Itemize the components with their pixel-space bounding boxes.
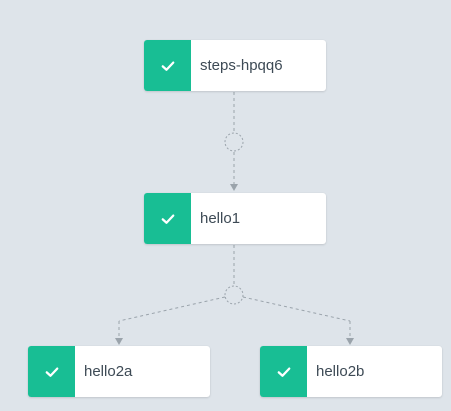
edge-junction-2: [224, 285, 244, 305]
node-label: hello2a: [84, 363, 133, 380]
edge-junction-to-hello2a: [115, 296, 226, 345]
node-status-succeeded: [144, 193, 191, 244]
workflow-node-steps[interactable]: steps-hpqq6: [144, 40, 326, 91]
edge-steps-to-hello1: [224, 92, 244, 191]
node-status-succeeded: [260, 346, 307, 397]
check-icon: [45, 367, 58, 377]
check-icon: [277, 367, 290, 377]
edge-hello1-to-junction: [224, 245, 244, 305]
node-label: hello2b: [316, 363, 365, 380]
edge-junction-1: [224, 132, 244, 152]
node-label: hello1: [200, 210, 241, 227]
node-status-succeeded: [28, 346, 75, 397]
node-label: steps-hpqq6: [200, 57, 283, 74]
edge-junction-to-hello2b: [242, 296, 354, 345]
arrowhead-icon: [230, 184, 238, 191]
check-icon: [161, 214, 174, 224]
arrowhead-icon: [115, 338, 123, 345]
workflow-node-hello2a[interactable]: hello2a: [28, 346, 210, 397]
arrowhead-icon: [346, 338, 354, 345]
workflow-node-hello1[interactable]: hello1: [144, 193, 326, 244]
node-status-succeeded: [144, 40, 191, 91]
workflow-node-hello2b[interactable]: hello2b: [260, 346, 442, 397]
check-icon: [161, 61, 174, 71]
